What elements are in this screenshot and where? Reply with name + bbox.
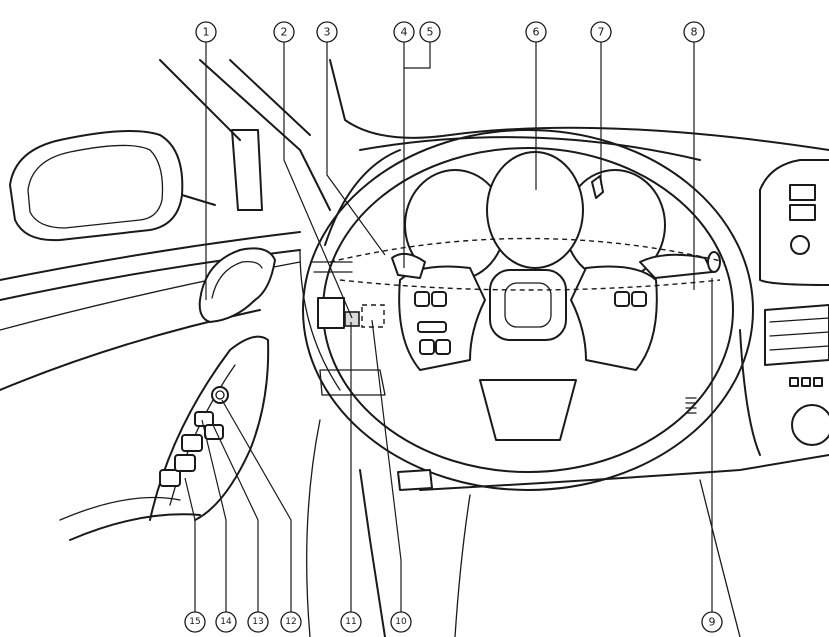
callout-1: 1 [195, 21, 217, 43]
callout-14: 14 [215, 611, 237, 633]
callout-11-label: 11 [345, 617, 356, 627]
callout-9: 9 [701, 611, 723, 633]
callout-2-label: 2 [281, 26, 288, 39]
callout-15-label: 15 [189, 617, 200, 627]
callout-10: 10 [390, 611, 412, 633]
callout-3: 3 [316, 21, 338, 43]
callout-5-label: 5 [427, 26, 434, 39]
callout-14-label: 14 [220, 617, 232, 627]
callout-6-label: 6 [533, 26, 540, 39]
callout-12-label: 12 [285, 617, 296, 627]
callout-8-label: 8 [691, 26, 698, 39]
window-switch-panel [149, 335, 270, 521]
callout-7-label: 7 [598, 26, 605, 39]
left-vent [299, 149, 433, 637]
callout-6: 6 [525, 21, 547, 43]
callout-2: 2 [273, 21, 295, 43]
callout-11: 11 [340, 611, 362, 633]
center-console [685, 159, 829, 456]
callout-4: 4 [393, 21, 415, 43]
callout-15: 15 [184, 611, 206, 633]
callout-12: 12 [280, 611, 302, 633]
callout-4-label: 4 [401, 26, 408, 39]
callout-1-label: 1 [203, 26, 210, 39]
callout-13: 13 [247, 611, 269, 633]
callout-8: 8 [683, 21, 705, 43]
callout-9-label: 9 [709, 616, 716, 629]
lower-dashboard [306, 419, 829, 637]
callout-5: 5 [419, 21, 441, 43]
callout-10-label: 10 [395, 617, 407, 627]
inner-door-handle [198, 247, 276, 323]
leader-lines [184, 42, 713, 612]
callout-7: 7 [590, 21, 612, 43]
side-mirror [9, 130, 216, 242]
steering-wheel [302, 129, 754, 491]
callout-3-label: 3 [324, 26, 331, 39]
a-pillar [159, 59, 829, 211]
callout-13-label: 13 [252, 617, 263, 627]
